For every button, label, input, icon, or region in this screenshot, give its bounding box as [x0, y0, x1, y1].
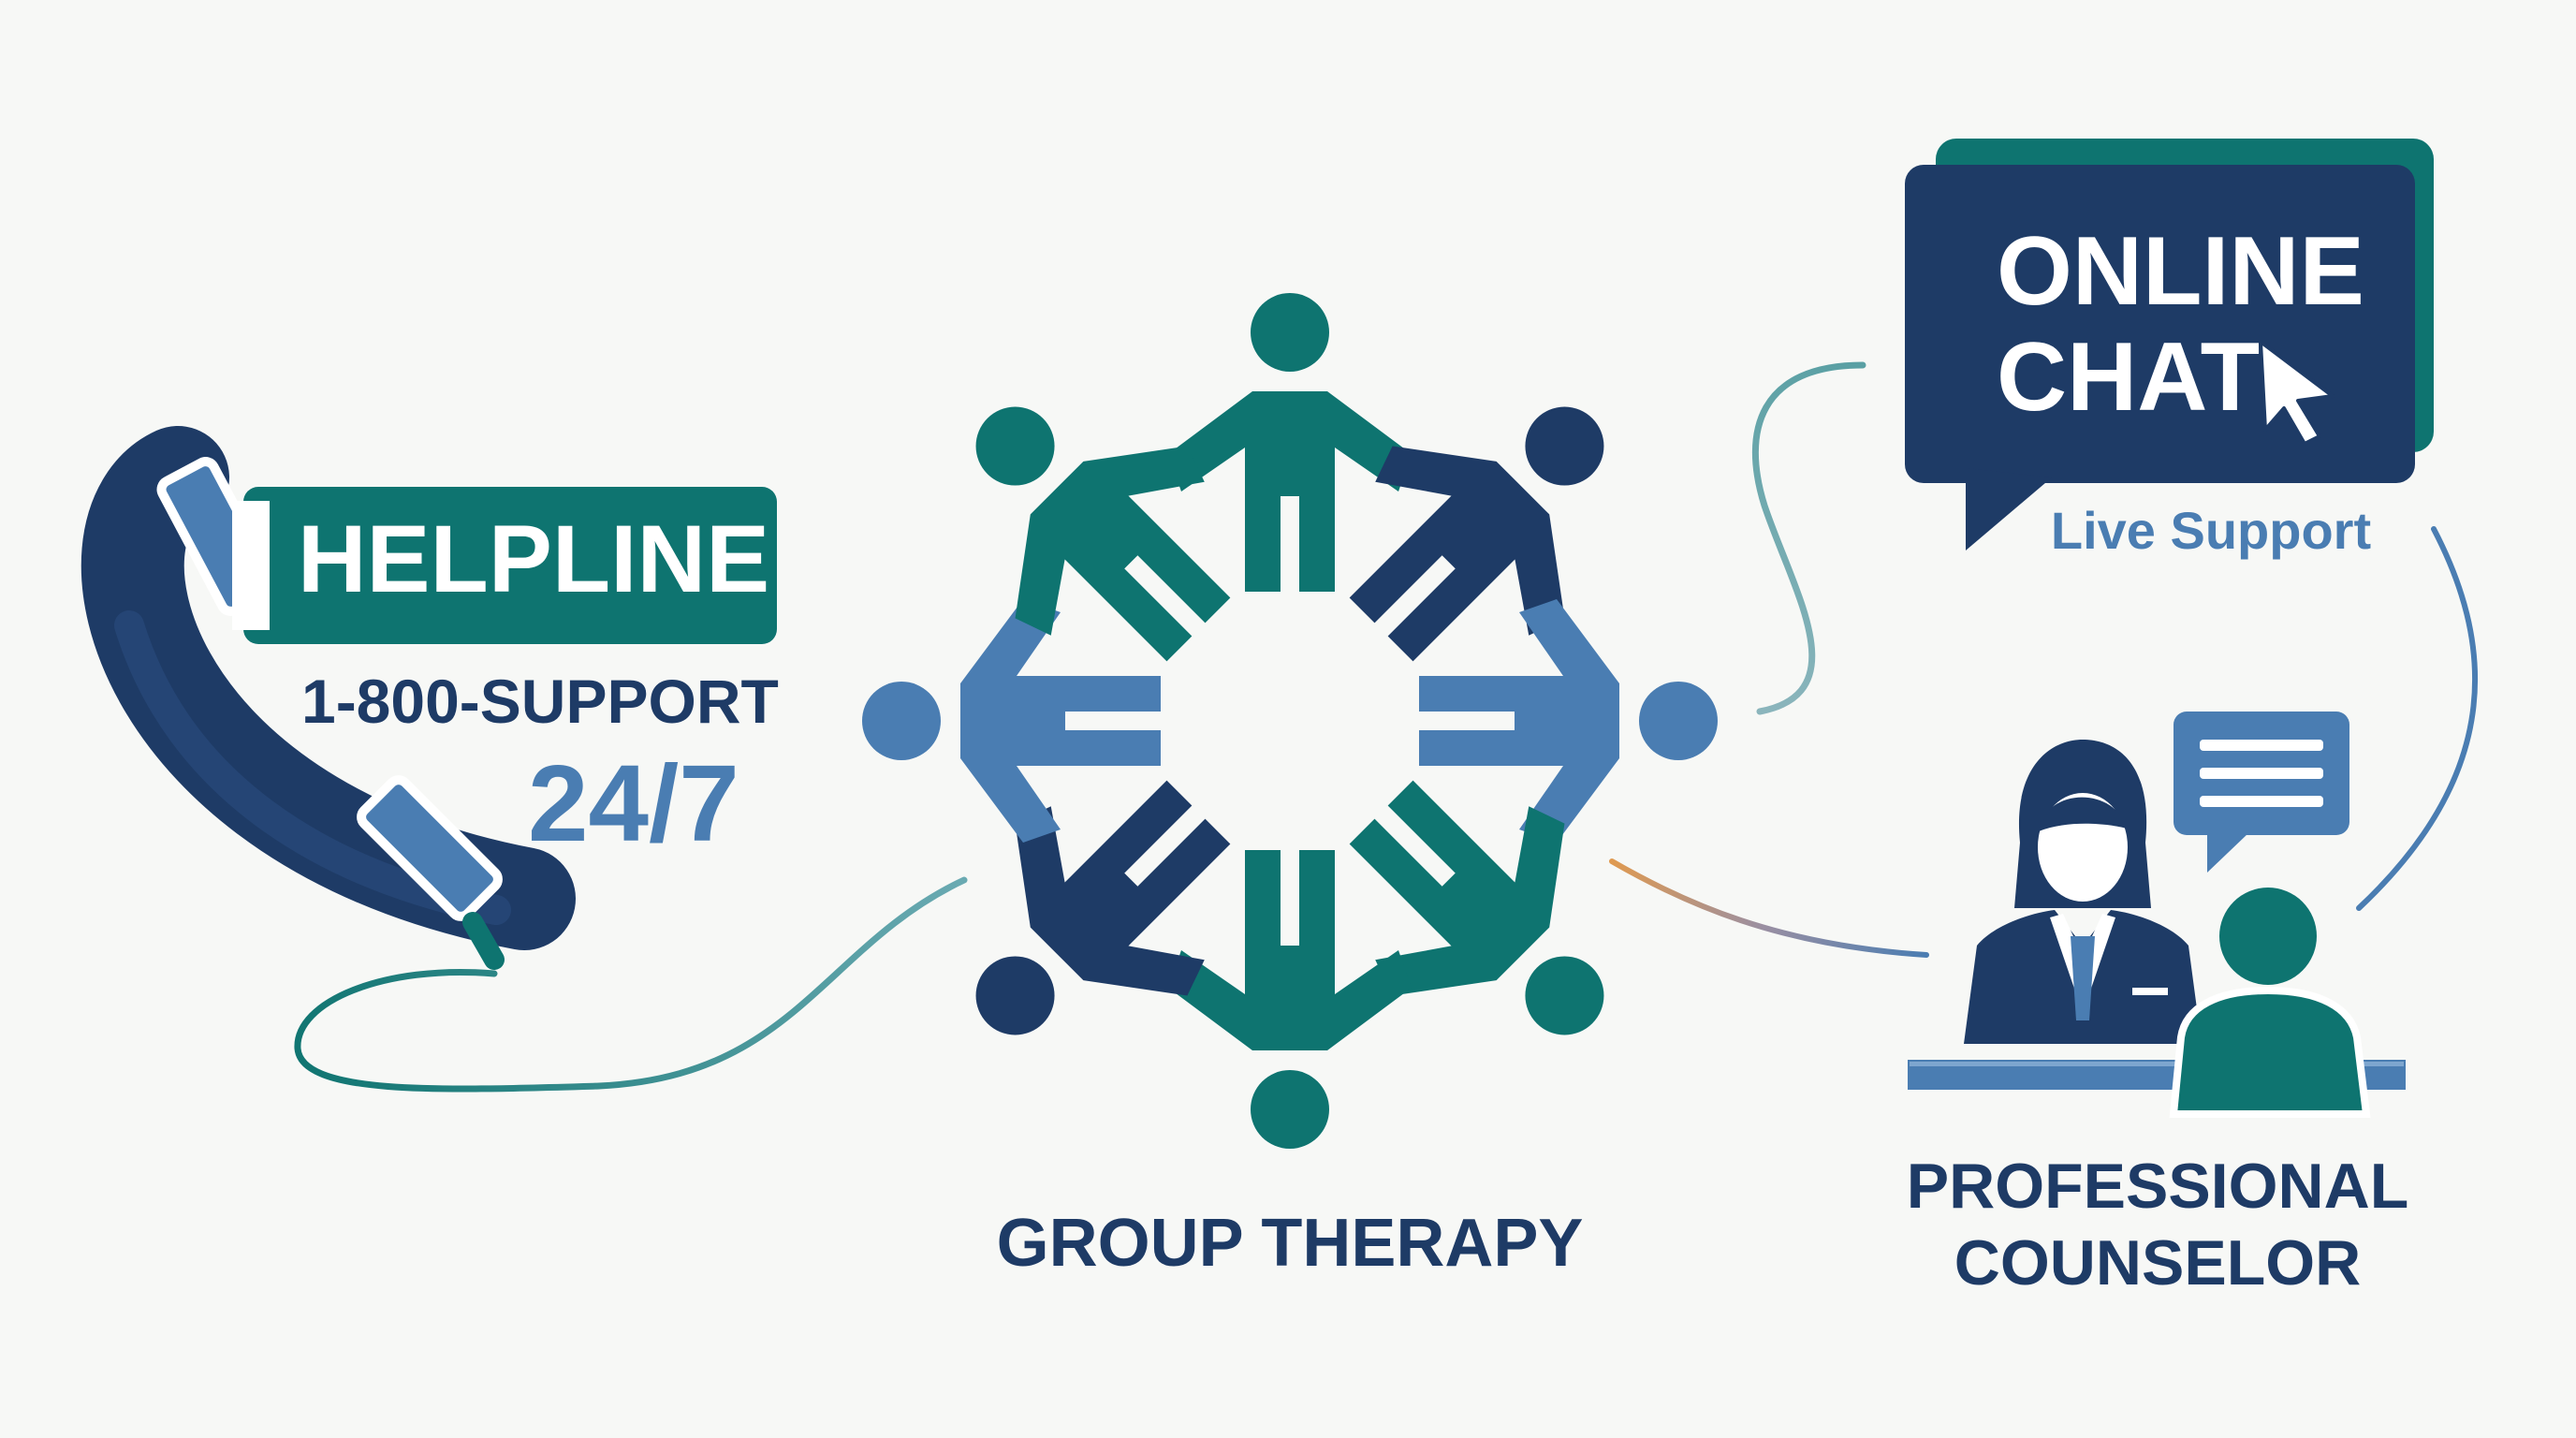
person-figure	[1168, 850, 1412, 1149]
helpline-title-banner	[243, 487, 777, 644]
connector-chat-counselor	[2356, 526, 2479, 911]
client-person-icon	[2169, 888, 2371, 1118]
helpline-phone-number: 1-800-SUPPORT	[301, 667, 779, 736]
connector-helpline-group	[294, 876, 968, 1093]
helpline-section: HELPLINE 1-800-SUPPORT 24/7	[80, 426, 779, 970]
counselor-title-line2: COUNSELOR	[1954, 1227, 2361, 1299]
helpline-title: HELPLINE	[298, 506, 769, 612]
chat-title-line2: CHAT	[1997, 323, 2260, 432]
chat-caption: Live Support	[2051, 501, 2371, 560]
mouse-cursor-icon	[2259, 340, 2334, 446]
connector-group-counselor	[1609, 858, 1929, 958]
person-figure	[1349, 406, 1604, 662]
person-figure	[862, 599, 1161, 843]
person-figure	[975, 406, 1231, 662]
counselor-title-line1: PROFESSIONAL	[1907, 1151, 2409, 1222]
helpline-hours: 24/7	[528, 742, 739, 864]
connector-group-chat	[1751, 361, 1866, 715]
chat-title-line1: ONLINE	[1997, 217, 2364, 326]
group-therapy-label: GROUP THERAPY	[997, 1206, 1584, 1281]
person-figure	[1168, 293, 1412, 592]
group-therapy-section: GROUP THERAPY	[862, 293, 1718, 1281]
online-chat-section: ONLINE CHAT Live Support	[1905, 139, 2434, 560]
group-circle-people-icon	[862, 293, 1718, 1149]
person-figure	[1349, 780, 1604, 1035]
person-figure	[1419, 599, 1718, 843]
counselor-section: PROFESSIONAL COUNSELOR	[1907, 712, 2409, 1299]
person-figure	[975, 780, 1231, 1035]
counselor-woman-icon	[1964, 740, 2202, 1044]
speech-bubble-icon	[2174, 712, 2349, 873]
